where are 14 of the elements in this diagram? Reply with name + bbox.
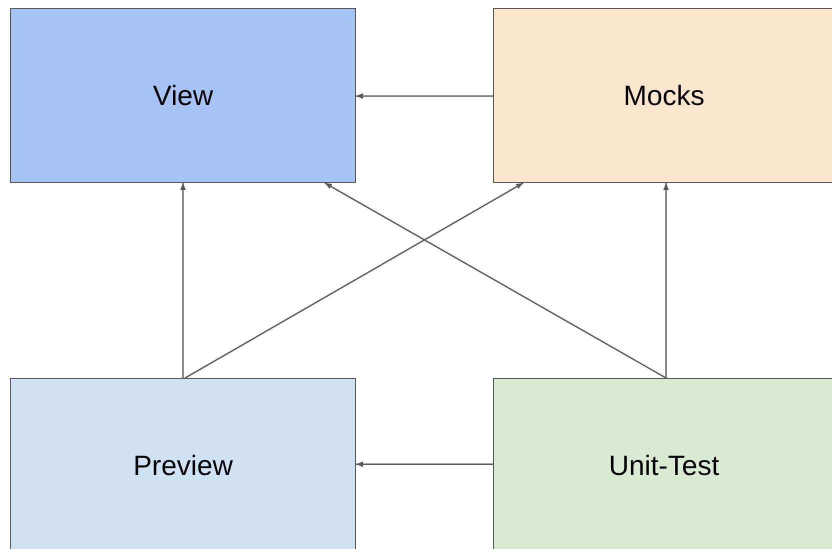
box-label: Preview bbox=[133, 450, 233, 482]
arrow bbox=[184, 182, 524, 379]
component-box bbox=[10, 8, 356, 183]
component-box bbox=[10, 378, 356, 549]
box-label: Mocks bbox=[624, 80, 704, 112]
arrow bbox=[356, 461, 493, 468]
box-label: View bbox=[152, 80, 214, 112]
arrow bbox=[356, 93, 493, 99]
arrow bbox=[324, 182, 666, 379]
arrow bbox=[663, 183, 669, 378]
component-box bbox=[493, 8, 832, 183]
component-box bbox=[493, 378, 832, 549]
arrow bbox=[180, 183, 186, 378]
box-label: Unit-Test bbox=[608, 450, 720, 482]
